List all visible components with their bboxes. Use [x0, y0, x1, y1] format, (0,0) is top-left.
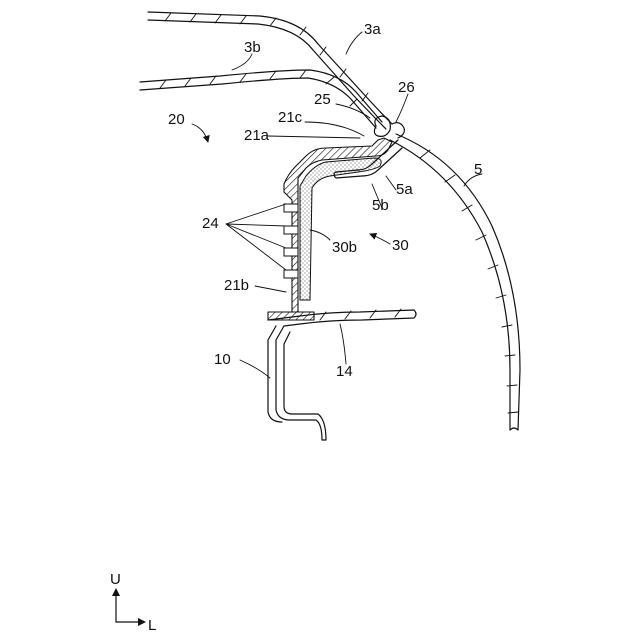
label-24: 24: [202, 215, 219, 232]
label-14: 14: [336, 363, 353, 380]
label-21b: 21b: [224, 277, 249, 294]
label-10: 10: [214, 351, 231, 368]
label-21c: 21c: [278, 109, 303, 126]
panel-5: [390, 134, 520, 430]
label-30b: 30b: [332, 239, 357, 256]
label-21a: 21a: [244, 127, 270, 144]
label-5: 5: [474, 161, 482, 178]
reference-labels: 3a 3b 25 26 21c 21a 20 5 5a 5b 24 30b 30…: [168, 21, 482, 380]
panel-10: [268, 326, 326, 440]
axis-left-label: L: [148, 617, 156, 634]
axis-up-label: U: [110, 571, 121, 588]
label-3a: 3a: [364, 21, 381, 38]
leader-lines: [192, 32, 482, 378]
label-5b: 5b: [372, 197, 389, 214]
label-3b: 3b: [244, 39, 261, 56]
label-26: 26: [398, 79, 415, 96]
label-30: 30: [392, 237, 409, 254]
orientation-indicator: U L: [110, 571, 156, 634]
label-20: 20: [168, 111, 185, 128]
label-25: 25: [314, 91, 331, 108]
label-5a: 5a: [396, 181, 413, 198]
seal-30b: [300, 158, 381, 300]
